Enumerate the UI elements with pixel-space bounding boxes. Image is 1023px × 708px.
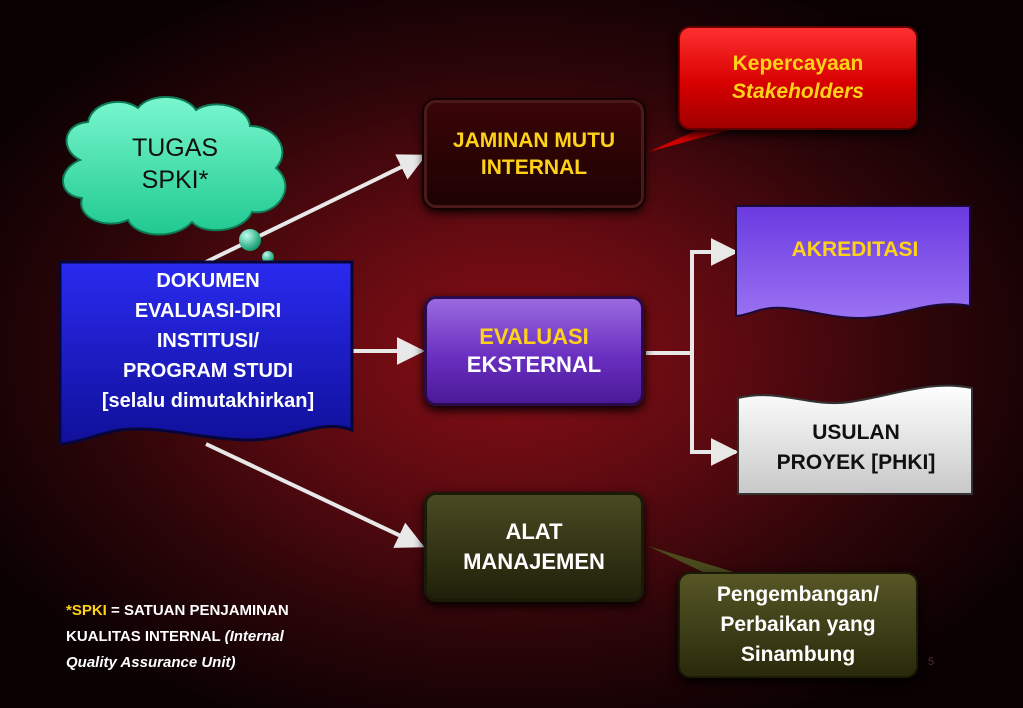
alat-line-1: ALAT [505,519,563,544]
kepercayaan-stakeholders-callout: Kepercayaan Stakeholders [678,26,918,130]
dokumen-line-5: [selalu dimutakhirkan] [101,390,315,412]
tugas-cloud-shape [62,95,287,236]
jaminan-line-2: INTERNAL [480,156,588,179]
kepercayaan-line-1: Kepercayaan [732,52,864,75]
thought-bubble-medium [262,251,274,263]
dokumen-line-2: EVALUASI-DIRI [134,300,282,322]
dokumen-line-4: PROGRAM STUDI [123,360,293,382]
evaluasi-line-2: EKSTERNAL [466,352,602,377]
pengembangan-line-2: Perbaikan yang [720,613,876,636]
akreditasi-shape [735,205,971,320]
evaluasi-eksternal-node: EVALUASI EKSTERNAL [424,296,644,406]
alat-manajemen-node: ALAT MANAJEMEN [424,492,644,602]
alat-line-2: MANAJEMEN [463,549,605,574]
tugas-line-1: TUGAS [131,134,219,162]
footnote-text-1: = SATUAN PENJAMINAN [106,602,289,619]
arrow-to-akreditasi [690,238,739,353]
dokumen-evaluasi-diri-node: DOKUMEN EVALUASI-DIRI INSTITUSI/ PROGRAM… [62,266,354,416]
spki-footnote: *SPKI = SATUAN PENJAMINAN KUALITAS INTER… [66,598,356,676]
footnote-text-4: Quality Assurance Unit) [66,654,236,671]
footnote-text-2: KUALITAS INTERNAL [66,628,225,645]
footnote-text-3: (Internal [224,628,284,645]
pengembangan-callout: Pengembangan/ Perbaikan yang Sinambung [678,572,918,678]
pengembangan-callout-pointer [648,546,760,580]
jaminan-mutu-internal-node: JAMINAN MUTU INTERNAL [424,100,644,208]
usulan-line-2: PROYEK [PHKI] [776,451,936,474]
evaluasi-line-1: EVALUASI [479,324,589,349]
footnote-abbr: *SPKI [66,602,107,619]
tugas-line-2: SPKI* [141,166,209,194]
pengembangan-line-1: Pengembangan/ [716,583,880,606]
usulan-shape [737,384,973,495]
tugas-spki-label: TUGAS SPKI* [110,132,240,196]
dokumen-line-1: DOKUMEN [156,270,260,292]
thought-bubble-large [239,229,261,251]
arrow-to-usulan [690,353,739,466]
kepercayaan-line-2: Stakeholders [732,80,864,103]
jaminan-line-1: JAMINAN MUTU [452,129,616,152]
pengembangan-line-3: Sinambung [740,643,856,666]
arrow-to-alat [205,442,425,548]
slide-number: 5 [928,656,935,668]
usulan-line-1: USULAN [812,421,900,444]
akreditasi-label: AKREDITASI [791,238,919,261]
dokumen-shape [58,260,354,446]
usulan-proyek-label: USULAN PROYEK [PHKI] [740,418,972,478]
dokumen-line-3: INSTITUSI/ [156,330,260,352]
